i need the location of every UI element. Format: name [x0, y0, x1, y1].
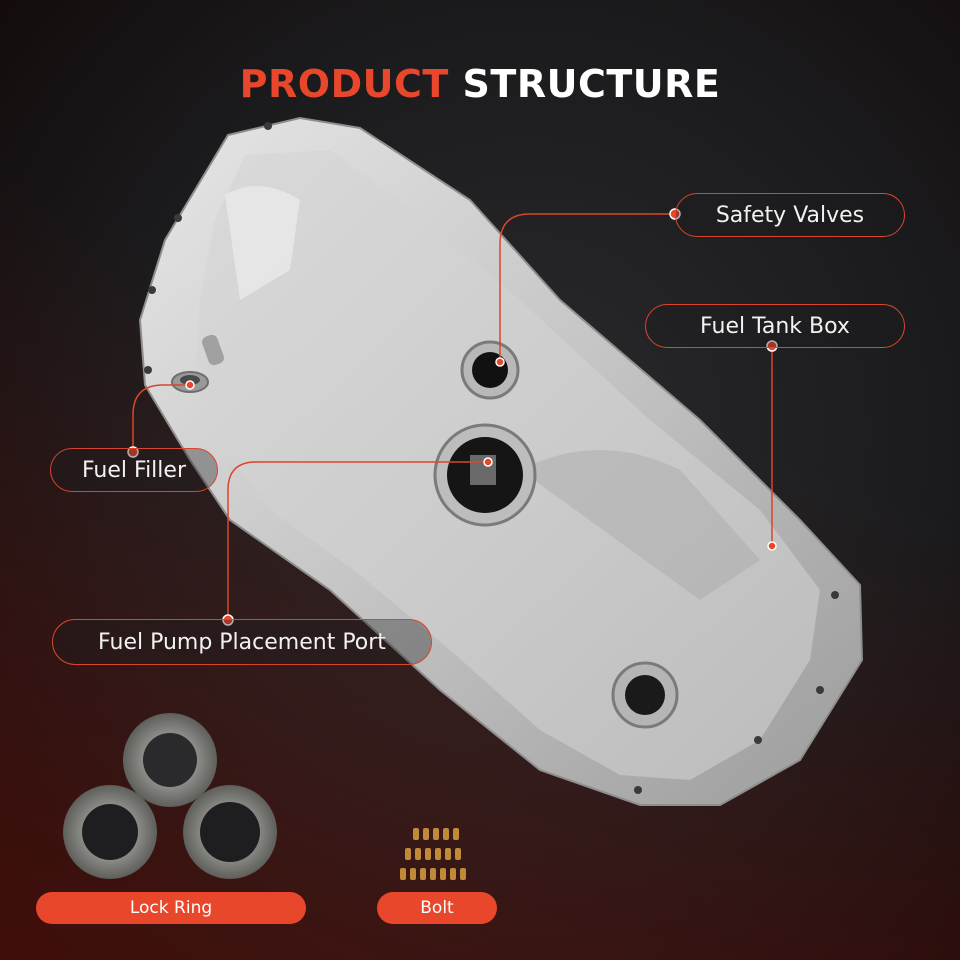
fuel-pump-port — [433, 423, 537, 527]
lock-ring-gaskets — [63, 713, 277, 879]
lock-ring-label: Lock Ring — [36, 892, 306, 924]
fuel-pump-port-label: Fuel Pump Placement Port — [52, 619, 432, 665]
bolt-label: Bolt — [377, 892, 497, 924]
fuel-filler-label: Fuel Filler — [50, 448, 218, 492]
fuel-tank-box-label: Fuel Tank Box — [645, 304, 905, 348]
safety-valves-label: Safety Valves — [675, 193, 905, 237]
bolts — [400, 828, 466, 880]
sender-port — [611, 661, 679, 729]
page-title: PRODUCT STRUCTURE — [239, 62, 721, 106]
safety-valve-port — [460, 340, 520, 400]
callout-lines — [132, 213, 773, 620]
